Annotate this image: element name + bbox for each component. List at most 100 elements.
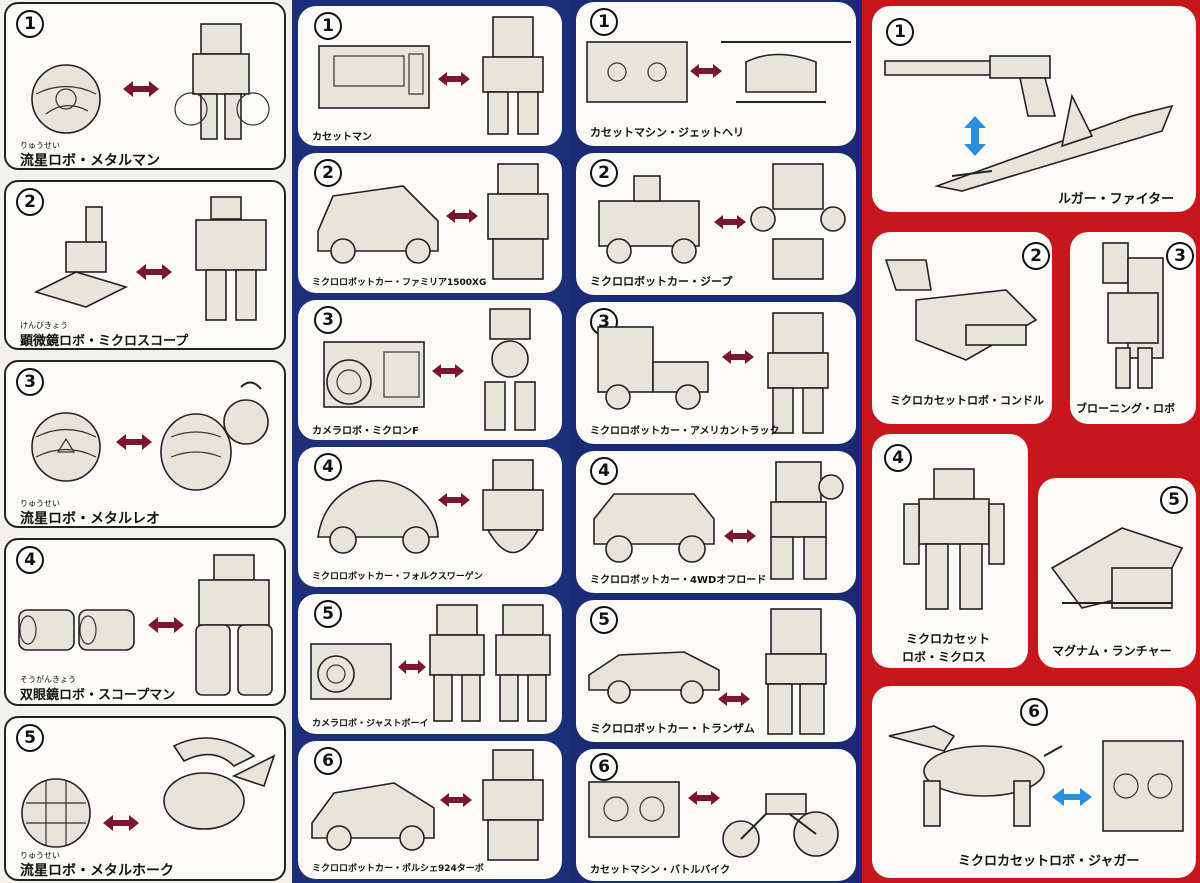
item-label-line2: ロボ・ミクロス [902, 650, 987, 664]
item-number: 3 [1166, 242, 1194, 270]
robot-illustration [482, 749, 544, 861]
ruby-text: りゅうせい [20, 499, 60, 508]
sphere-illustration [21, 778, 91, 848]
column-meteor-robots: 1 りゅうせい 流星ロボ・メタルマン 2 けんびきょう 顕微鏡ロボ・ミクロスコー… [0, 0, 292, 883]
card-porsche: 6 ミクロロボットカー・ポルシェ924ターボ [298, 741, 562, 879]
item-number: 4 [590, 457, 618, 485]
card-condor: 2 ミクロカセットロボ・コンドル [872, 232, 1052, 424]
double-arrow-icon [688, 791, 720, 805]
card-volkswagen: 4 ミクロロボットカー・フォルクスワーゲン [298, 447, 562, 587]
item-label: ブローニング・ロボ [1076, 402, 1175, 415]
item-label: カセットマシン・ジェットヘリ [590, 126, 744, 139]
cassette-illustration [586, 41, 688, 103]
item-number: 4 [884, 444, 912, 472]
card-american-truck: 3 ミクロロボットカー・アメリカントラック [576, 302, 856, 444]
lion-robot-illustration [160, 381, 269, 491]
card-browning-robot: 3 ブローニング・ロボ [1070, 232, 1196, 424]
robot-illustration [750, 163, 846, 280]
double-arrow-icon [714, 215, 746, 229]
item-label: 流星ロボ・メタルマン [20, 153, 160, 169]
double-arrow-icon [398, 660, 426, 674]
robot-illustration [495, 604, 551, 722]
item-label: マグナム・ランチャー [1052, 644, 1172, 658]
double-arrow-icon [718, 692, 750, 706]
fighter-jet-illustration [934, 93, 1174, 192]
card-metalman: 1 りゅうせい 流星ロボ・メタルマン [4, 2, 286, 170]
item-label: カセットマン [312, 132, 372, 143]
item-number: 6 [590, 753, 618, 781]
item-label: ミクロカセットロボ・コンドル [890, 394, 1044, 407]
column-gun-cassette-robots: 1 ルガー・ファイター 2 ミクロカセットロボ・コンドル 3 ブローニング・ロボ… [862, 0, 1200, 883]
double-arrow-icon [103, 815, 139, 831]
magnum-launcher-illustration [1050, 527, 1184, 609]
card-familia: 2 ミクロロボットカー・ファミリア1500XG [298, 153, 562, 293]
robot-illustration [770, 461, 844, 580]
item-label: ミクロカセット [906, 632, 991, 646]
card-metalleo: 3 りゅうせい 流星ロボ・メタルレオ [4, 360, 286, 528]
micros-robot-illustration [903, 468, 1005, 610]
double-arrow-icon [432, 364, 464, 378]
condor-robot-illustration [884, 259, 1038, 361]
robot-illustration [195, 554, 273, 696]
column-micro-robots-b: 1 カセットマシン・ジェットヘリ 2 ミクロロボットカー・ジープ 3 ミクロロボ… [570, 0, 862, 883]
double-arrow-icon [446, 209, 478, 223]
item-label: 流星ロボ・メタルホーク [20, 863, 174, 879]
jeep-illustration [598, 175, 700, 264]
card-micros: 4 ミクロカセット ロボ・ミクロス [872, 434, 1028, 668]
vertical-double-arrow-icon [964, 116, 986, 156]
robot-illustration [484, 308, 536, 431]
item-label: ミクロロボットカー・フォルクスワーゲン [312, 572, 483, 582]
double-arrow-icon [438, 72, 470, 86]
item-number: 1 [886, 18, 914, 46]
offroad-illustration [593, 493, 715, 563]
card-magnum-launcher: 5 マグナム・ランチャー [1038, 478, 1196, 668]
double-arrow-icon [690, 64, 722, 78]
item-number: 2 [590, 159, 618, 187]
card-transam: 5 ミクロロボットカー・トランザム [576, 600, 856, 742]
ruby-text: そうがんきょう [20, 675, 76, 684]
card-jaguar: 6 ミクロカセットロボ・ジャガー [872, 686, 1196, 878]
item-number: 1 [314, 12, 342, 40]
item-label: 双眼鏡ロボ・スコープマン [20, 688, 176, 703]
item-number: 4 [314, 453, 342, 481]
card-micron-f: 3 カメラロボ・ミクロンF [298, 300, 562, 440]
item-number: 4 [16, 546, 44, 574]
double-arrow-icon [722, 350, 754, 364]
browning-robot-illustration [1102, 242, 1164, 389]
item-label: カセットマシン・バトルバイク [590, 865, 731, 876]
jaguar-robot-illustration [888, 725, 1063, 827]
robot-illustration [174, 23, 270, 140]
double-arrow-icon [136, 264, 172, 280]
item-number: 5 [16, 724, 44, 752]
car-illustration [317, 185, 439, 264]
item-number: 3 [16, 368, 44, 396]
double-arrow-icon [440, 793, 472, 807]
item-number: 1 [16, 10, 44, 38]
column-micro-robots-a: 1 カセットマン 2 ミクロロボットカー・ファミリア1500XG 3 カメラロボ… [292, 0, 570, 883]
item-label: 流星ロボ・メタルレオ [20, 511, 160, 527]
robot-illustration [429, 604, 485, 722]
item-label: 顕微鏡ロボ・ミクロスコープ [20, 334, 189, 349]
item-label: カメラロボ・ミクロンF [312, 426, 419, 437]
item-label: カメラロボ・ジャストボーイ [312, 719, 429, 729]
card-justboy: 5 カメラロボ・ジャストボーイ [298, 594, 562, 734]
card-battle-bike: 6 カセットマシン・バトルバイク [576, 749, 856, 881]
item-number: 5 [314, 600, 342, 628]
microscope-illustration [33, 206, 129, 308]
camera-illustration [323, 341, 425, 408]
car-illustration [311, 782, 435, 851]
item-number: 6 [314, 747, 342, 775]
card-scopeman: 4 そうがんきょう 双眼鏡ロボ・スコープマン [4, 538, 286, 706]
double-arrow-icon [1052, 788, 1092, 806]
item-label: ミクロカセットロボ・ジャガー [958, 854, 1140, 869]
item-number: 2 [16, 188, 44, 216]
cassette-illustration [588, 781, 680, 838]
double-arrow-icon [438, 493, 470, 507]
card-4wd-offroad: 4 ミクロロボットカー・4WDオフロード [576, 451, 856, 593]
robot-illustration [765, 608, 827, 735]
item-number: 6 [1020, 698, 1048, 726]
binoculars-illustration [18, 609, 135, 651]
ruby-text: りゅうせい [20, 851, 60, 860]
card-microscope: 2 けんびきょう 顕微鏡ロボ・ミクロスコープ [4, 180, 286, 350]
item-label: ミクロロボットカー・アメリカントラック [590, 426, 780, 437]
